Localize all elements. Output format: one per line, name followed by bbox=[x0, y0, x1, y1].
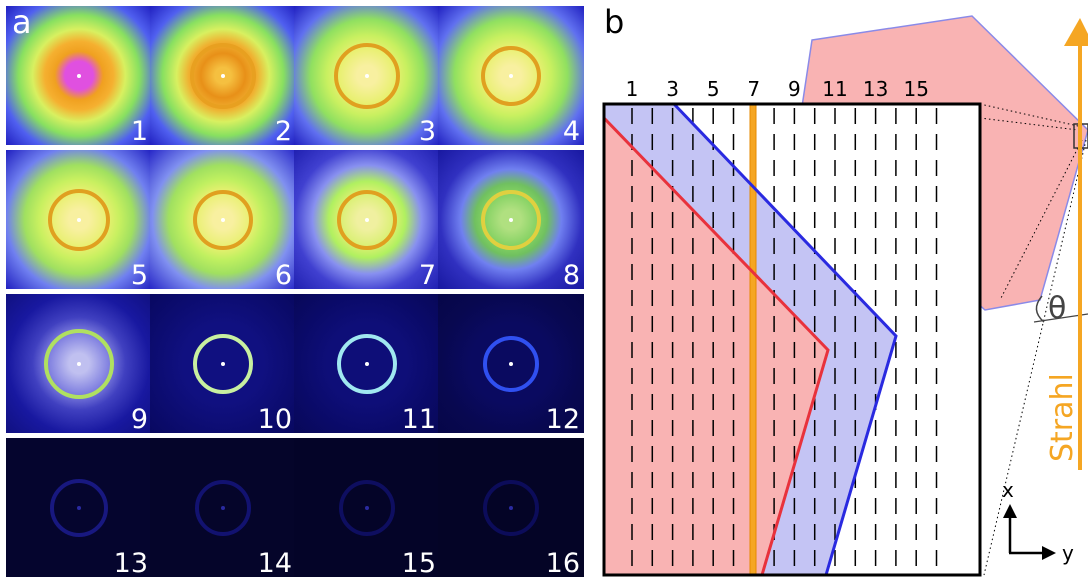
panel-a-label: a bbox=[12, 3, 32, 41]
diffraction-image-11: 11 bbox=[294, 294, 440, 433]
diffraction-image-5: 5 bbox=[6, 150, 152, 289]
diffraction-ring bbox=[190, 43, 256, 109]
beam-center-dot bbox=[509, 506, 513, 510]
diffraction-image-7: 7 bbox=[294, 150, 440, 289]
image-number-label: 1 bbox=[130, 116, 148, 146]
diffraction-image-13: 13 bbox=[6, 438, 152, 577]
axis-y-arrow-head bbox=[1042, 546, 1056, 560]
column-number-label: 7 bbox=[747, 77, 760, 101]
diffraction-image-4: 4 bbox=[438, 6, 584, 145]
axis-y-label: y bbox=[1062, 541, 1074, 565]
beam-arrow-head bbox=[1064, 18, 1088, 46]
diffraction-ring bbox=[193, 190, 253, 250]
diffraction-ring bbox=[195, 480, 251, 536]
diffraction-image-6: 6 bbox=[150, 150, 296, 289]
diffraction-image-1: 1 bbox=[6, 6, 152, 145]
scan-frame-border bbox=[602, 102, 982, 577]
diffraction-ring bbox=[483, 336, 539, 392]
beam-label: Strahl bbox=[1045, 373, 1080, 462]
axis-x-arrow-head bbox=[1003, 504, 1017, 518]
red-boundary-line bbox=[602, 116, 830, 576]
beam-center-dot bbox=[365, 362, 369, 366]
dotted-line-mid bbox=[979, 117, 1079, 131]
panel-b-label: b bbox=[604, 3, 625, 41]
diffraction-image-10: 10 bbox=[150, 294, 296, 433]
beam-center-dot bbox=[365, 74, 369, 78]
beam-center-dot bbox=[221, 362, 225, 366]
diffraction-image-3: 3 bbox=[294, 6, 440, 145]
image-number-label: 2 bbox=[274, 116, 292, 146]
beam-center-dot bbox=[509, 74, 513, 78]
diffraction-ring bbox=[339, 480, 395, 536]
diffraction-image-2: 2 bbox=[150, 6, 296, 145]
image-number-label: 9 bbox=[130, 404, 148, 434]
diffraction-ring bbox=[481, 190, 541, 250]
image-number-label: 8 bbox=[562, 260, 580, 290]
beam-center-dot bbox=[509, 218, 513, 222]
diffraction-ring bbox=[337, 334, 397, 394]
blue-boundary-line bbox=[672, 102, 898, 576]
beam-center-dot bbox=[221, 506, 225, 510]
diffraction-ring bbox=[334, 43, 400, 109]
diffraction-ring bbox=[48, 189, 110, 251]
column-number-label: 3 bbox=[666, 77, 679, 101]
beam-center-dot bbox=[221, 218, 225, 222]
image-number-label: 14 bbox=[257, 548, 292, 578]
diffraction-image-12: 12 bbox=[438, 294, 584, 433]
diffraction-ring bbox=[44, 329, 114, 399]
diffraction-image-9: 9 bbox=[6, 294, 152, 433]
axis-x-label: x bbox=[1002, 478, 1014, 502]
beam-center-dot bbox=[509, 362, 513, 366]
column-number-label: 1 bbox=[626, 77, 639, 101]
diffraction-ring bbox=[337, 190, 397, 250]
column-number-label: 5 bbox=[707, 77, 720, 101]
column-number-label: 11 bbox=[822, 77, 847, 101]
diffraction-image-15: 15 bbox=[294, 438, 440, 577]
diffraction-ring bbox=[481, 46, 541, 106]
beam-center-dot bbox=[221, 74, 225, 78]
image-number-label: 5 bbox=[130, 260, 148, 290]
beam-center-dot bbox=[77, 74, 81, 78]
image-number-label: 3 bbox=[418, 116, 436, 146]
diffraction-image-14: 14 bbox=[150, 438, 296, 577]
image-number-label: 13 bbox=[113, 548, 148, 578]
diffraction-ring bbox=[483, 480, 539, 536]
column-number-label: 13 bbox=[863, 77, 888, 101]
diffraction-ring bbox=[193, 334, 253, 394]
image-number-label: 7 bbox=[418, 260, 436, 290]
image-number-label: 12 bbox=[545, 404, 580, 434]
dotted-line-top bbox=[979, 103, 1079, 127]
image-number-label: 16 bbox=[545, 548, 580, 578]
beam-center-dot bbox=[77, 506, 81, 510]
image-number-label: 10 bbox=[257, 404, 292, 434]
beam-column bbox=[750, 104, 756, 575]
image-number-label: 6 bbox=[274, 260, 292, 290]
image-number-label: 15 bbox=[401, 548, 436, 578]
image-number-label: 11 bbox=[401, 404, 436, 434]
dotted-line-ray1 bbox=[999, 139, 1083, 301]
beam-center-dot bbox=[365, 218, 369, 222]
beam-center-dot bbox=[77, 362, 81, 366]
angle-label: θ bbox=[1048, 291, 1066, 326]
column-number-label: 9 bbox=[788, 77, 801, 101]
image-number-label: 4 bbox=[562, 116, 580, 146]
beam-center-dot bbox=[77, 218, 81, 222]
diffraction-image-16: 16 bbox=[438, 438, 584, 577]
beam-center-dot bbox=[365, 506, 369, 510]
column-number-label: 15 bbox=[903, 77, 928, 101]
red-region bbox=[604, 118, 828, 575]
angle-arc bbox=[1035, 295, 1045, 323]
diffraction-image-8: 8 bbox=[438, 150, 584, 289]
diffraction-ring bbox=[50, 479, 108, 537]
